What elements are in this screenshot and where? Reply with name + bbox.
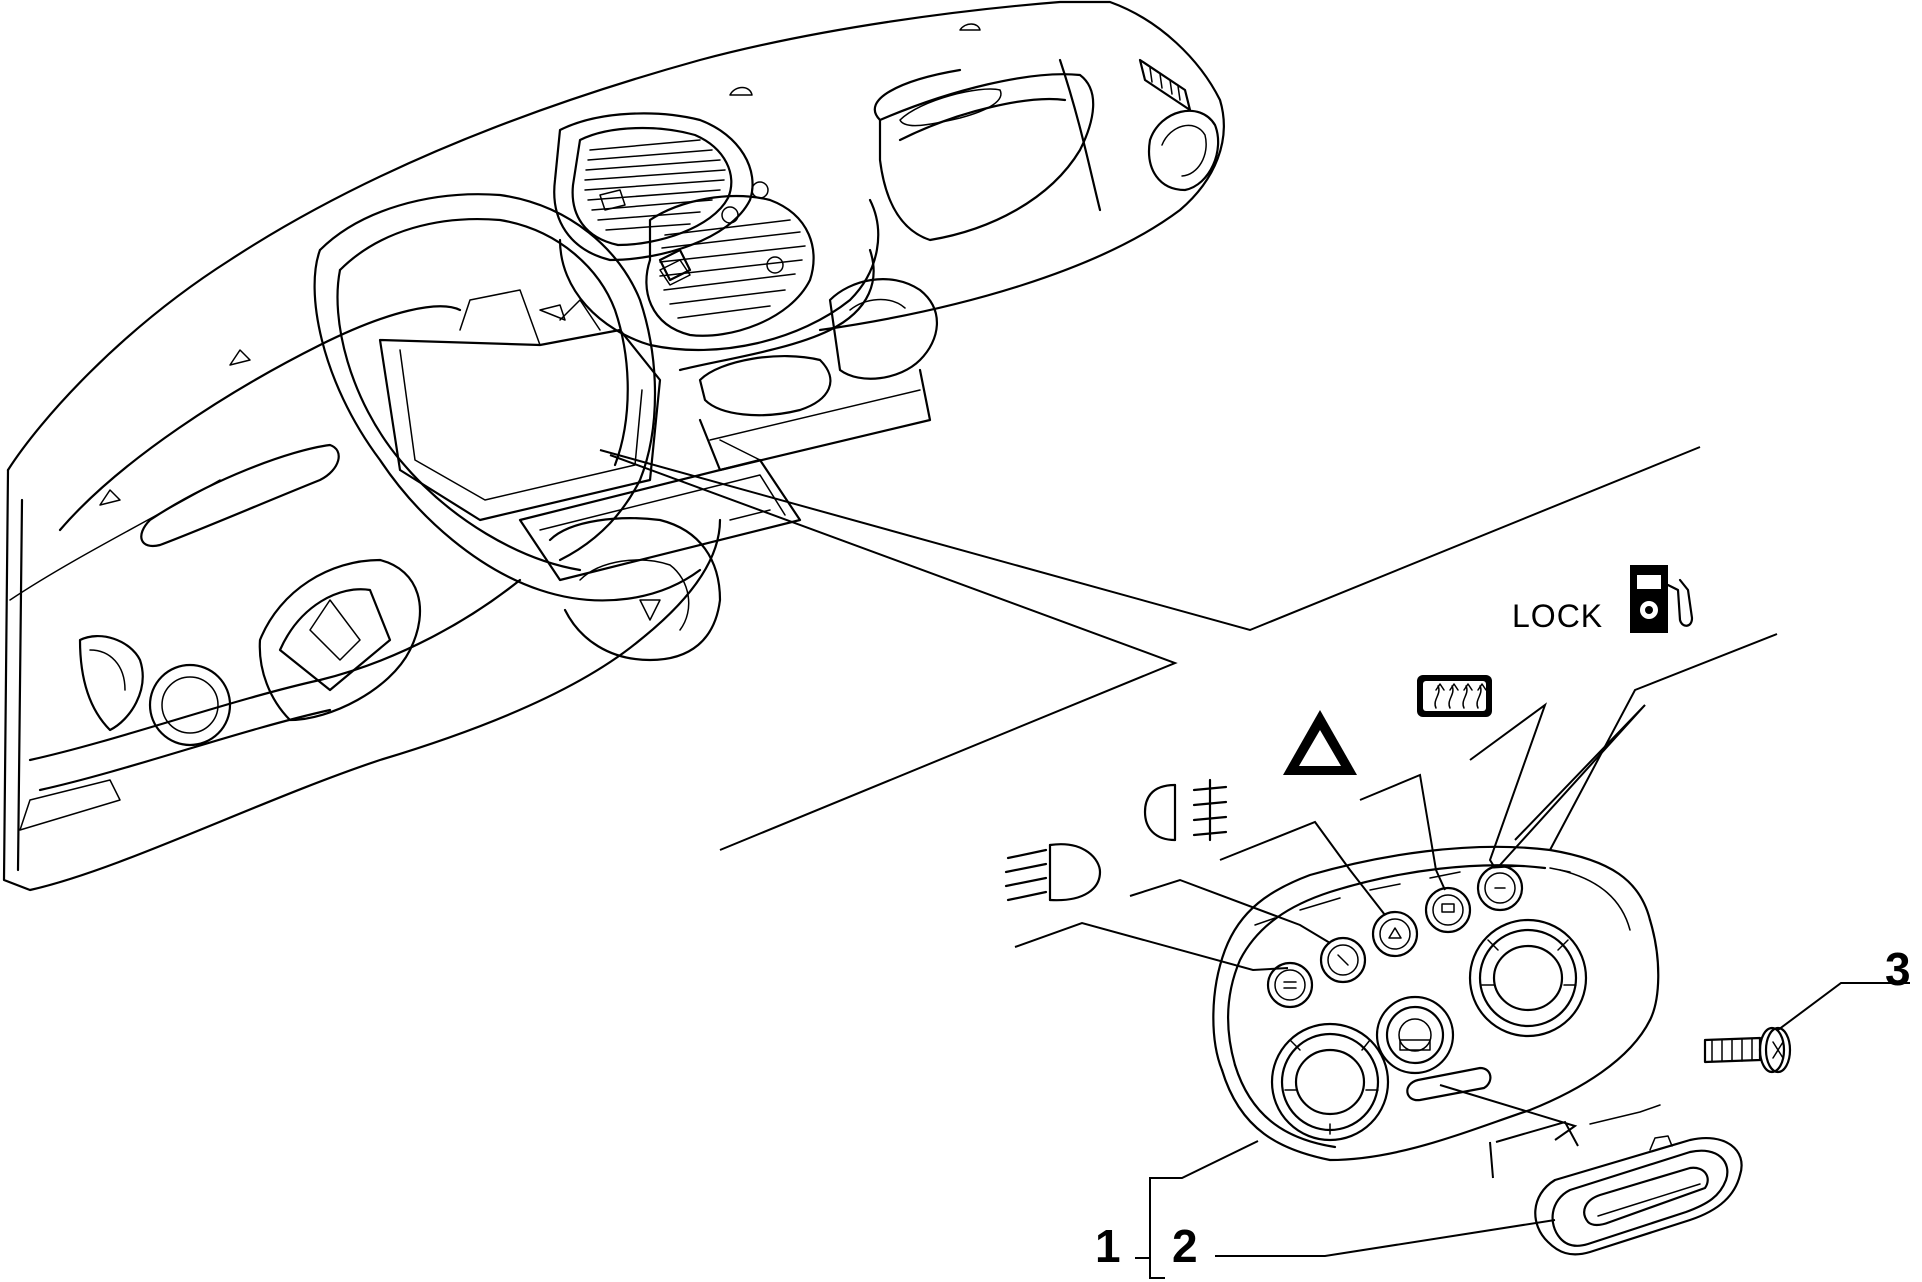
rear-window-demister-icon xyxy=(1417,675,1492,717)
callout-1: 1 xyxy=(1095,1220,1121,1272)
switch-panel xyxy=(1212,845,1660,1162)
fuel-lock-icon xyxy=(1630,565,1694,633)
callout-3: 3 xyxy=(1885,943,1911,995)
symbol-group: LOCK xyxy=(1004,565,1694,902)
switch-front-fog xyxy=(1319,936,1367,984)
symbol-leaders xyxy=(1014,633,1778,972)
switch-fuel-lock xyxy=(1476,864,1524,912)
callout-bracket xyxy=(1135,1140,1556,1279)
slot-leader-2 xyxy=(1495,1120,1579,1147)
callout-2: 2 xyxy=(1172,1220,1198,1272)
switch-rear-fog xyxy=(1266,961,1314,1009)
rear-fog-lamp-icon xyxy=(1004,843,1102,902)
switch-hazard xyxy=(1371,910,1419,958)
projection-lines xyxy=(599,446,1701,851)
screw-part xyxy=(1703,1026,1792,1074)
lock-label: LOCK xyxy=(1512,598,1603,634)
ghost-edge xyxy=(1489,1141,1494,1179)
hazard-warning-icon xyxy=(1283,710,1357,775)
slot-leader xyxy=(1439,1084,1578,1141)
ghost-edge-2 xyxy=(1589,1104,1661,1125)
cover-part xyxy=(1534,1135,1743,1256)
dashboard-assembly xyxy=(2,0,1225,892)
switch-demister xyxy=(1424,886,1472,934)
callout-leader-3 xyxy=(1777,982,1910,1031)
front-fog-lamp-icon xyxy=(1143,778,1228,842)
